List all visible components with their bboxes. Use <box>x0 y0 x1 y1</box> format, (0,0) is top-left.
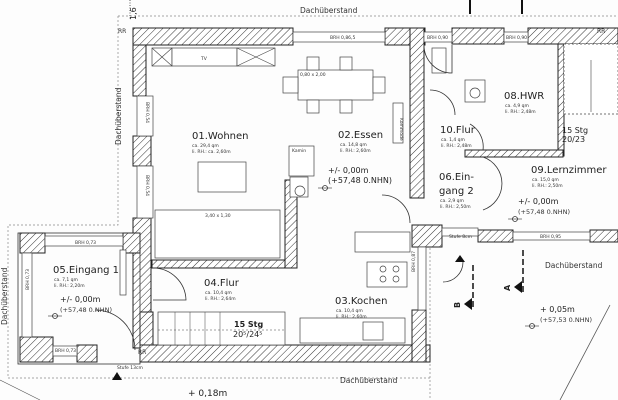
roof-overhang-label-right: Dachüberstand <box>545 261 603 270</box>
level-outside: + 0,05m <box>540 305 575 314</box>
kamin-label: Kamin <box>292 148 306 154</box>
room-area: ca. 2,9 qm <box>440 198 464 204</box>
brh-label: BRH 0,86,5 <box>330 35 355 41</box>
room-height: li. RH.: ca. 2,60m <box>192 149 231 155</box>
step-label: Stufe 13cm <box>117 365 143 371</box>
room-name: 03.Kochen <box>335 296 387 307</box>
stair-flur <box>157 311 286 346</box>
step-label: Stufe 8cm <box>449 234 472 240</box>
level-marker-icons <box>48 185 539 329</box>
room-height: li. RH.: 2,50m <box>532 183 563 189</box>
room-kochen: 03.Kochen ca. 10,4 qm li. RH.: 2,60m <box>335 296 387 320</box>
kommode-label: Kommode <box>398 118 404 141</box>
room-eingang-1: 05.Eingang 1 ca. 7,1 qm li. RH.: 2,20m +… <box>53 265 119 314</box>
room-area: ca. 1,4 qm <box>441 137 465 143</box>
room-height: li. RH.: 2,48m <box>441 143 472 149</box>
entry-arrow-icon <box>455 255 465 262</box>
section-arrow-icon <box>514 281 522 293</box>
section-label: A <box>503 284 512 291</box>
room-area: ca. 29,4 qm <box>192 143 219 149</box>
stair-steps: 15 Stg <box>234 320 264 329</box>
room-lernzimmer: 09.Lernzimmer ca. 15,0 qm li. RH.: 2,50m… <box>518 126 607 216</box>
stair-ratio: 20/23 <box>562 135 585 144</box>
room-name: 01.Wohnen <box>192 131 249 142</box>
room-flur-4: 04.Flur ca. 10,4 qm li. RH.: 2,64m 15 St… <box>204 278 264 339</box>
stair-steps: 15 Stg <box>562 126 588 135</box>
room-height: li. RH.: 2,64m <box>205 296 236 302</box>
brh-label: BRH 0,54 <box>144 102 150 123</box>
level-nhn: (+57,48 0.NHN) <box>518 208 570 216</box>
section-marker-b: B <box>453 265 474 310</box>
room-wohnen: 01.Wohnen ca. 29,4 qm li. RH.: ca. 2,60m <box>192 131 249 155</box>
section-marker-a: A <box>503 250 524 295</box>
room-height: li. RH.: 2,48m <box>505 109 536 115</box>
furniture <box>94 43 618 351</box>
roof-overhang-label-bottom: Dachüberstand <box>340 376 398 385</box>
room-area: ca. 10,4 qm <box>336 308 363 314</box>
brh-label: BRH 0,54 <box>144 175 150 196</box>
dimension-fragment: 1,6 <box>129 7 138 20</box>
sofa-size: 3,40 x 1,30 <box>205 213 231 219</box>
room-area: ca. 10,4 qm <box>205 290 232 296</box>
walls <box>17 27 618 365</box>
level-label: +/- 0,00m <box>518 197 559 206</box>
room-height: li. RH.: 2,20m <box>54 283 85 289</box>
stair-ratio: 20⁵/24⁵ <box>233 330 262 339</box>
brh-label: BRH 0,73 <box>55 348 76 354</box>
room-name-line1: 06.Ein- <box>439 172 474 183</box>
tv-label: TV <box>200 56 208 62</box>
level-nhn: (+57,48 0.NHN) <box>328 176 392 185</box>
rr-label-bottom: RR <box>138 349 146 356</box>
level-label: +/- 0,00m <box>60 295 101 304</box>
room-name-line2: gang 2 <box>439 186 474 197</box>
brh-label: BRH 0,87 <box>411 251 417 272</box>
section-arrow-icon <box>464 298 472 310</box>
room-area: ca. 7,1 qm <box>54 277 78 283</box>
level-bottom: + 0,18m <box>188 389 227 399</box>
level-nhn: (+57,48 0.NHN) <box>60 306 112 314</box>
room-height: li. RH.: 2,60m <box>336 314 367 320</box>
rr-label-right: RR <box>597 28 605 35</box>
stair-right <box>563 43 618 115</box>
room-area: ca. 15,0 qm <box>532 177 559 183</box>
section-label: B <box>453 302 462 308</box>
brh-label: BRH 0,73 <box>75 240 96 246</box>
room-name: 08.HWR <box>504 91 544 102</box>
roof-overhang-label-left-lower: Dachüberstand <box>0 267 9 325</box>
room-flur-10: 10.Flur ca. 1,4 qm li. RH.: 2,48m <box>440 125 476 149</box>
room-essen: 02.Essen ca. 14,8 qm li. RH.: 2,60m +/- … <box>328 130 392 185</box>
room-eingang-2: 06.Ein- gang 2 ca. 2,9 qm li. RH.: 2,50m <box>439 172 474 210</box>
rr-label: RR <box>118 28 126 35</box>
brh-label: BRH 0,95 <box>540 234 561 240</box>
entry-arrow-icon <box>112 372 122 380</box>
level-label: +/- 0,00m <box>328 166 369 175</box>
room-area: ca. 4,9 qm <box>505 103 529 109</box>
room-area: ca. 14,8 qm <box>340 142 367 148</box>
brh-label: BRH 0,90 <box>427 35 448 41</box>
table-size: 0,80 x 2,00 <box>300 72 326 78</box>
room-height: li. RH.: 2,50m <box>440 204 471 210</box>
room-hwr: 08.HWR ca. 4,9 qm li. RH.: 2,48m <box>504 91 544 115</box>
level-outside-nhn: (+57,53 0.NHN) <box>540 316 592 324</box>
room-name: 10.Flur <box>440 125 476 136</box>
windows <box>21 31 591 357</box>
roof-overhang-label-top: Dachüberstand <box>300 6 358 15</box>
brh-label: BRH 0,73 <box>25 269 31 290</box>
room-name: 09.Lernzimmer <box>531 165 607 176</box>
room-name: 05.Eingang 1 <box>53 265 119 276</box>
brh-label: BRH 0,90 <box>506 35 527 41</box>
roof-overhang-label-left: Dachüberstand <box>114 87 123 145</box>
room-name: 02.Essen <box>338 130 383 141</box>
dining-table <box>297 69 374 101</box>
room-name: 04.Flur <box>204 278 240 289</box>
room-height: li. RH.: 2,60m <box>340 148 371 154</box>
